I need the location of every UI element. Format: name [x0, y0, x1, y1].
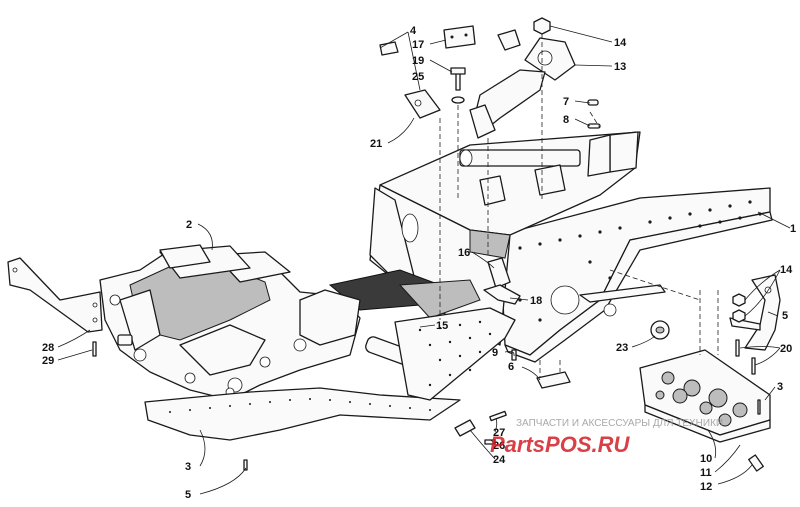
callout-23: 23: [616, 342, 628, 354]
callout-1: 1: [790, 223, 796, 235]
footrest-plate: [394, 307, 516, 401]
side-bracket-28: [7, 257, 103, 333]
callout-21: 21: [370, 138, 382, 150]
bracket-21: [404, 89, 441, 119]
washer-25: [451, 96, 465, 104]
callout-3-left: 3: [185, 461, 191, 473]
callout-5-right: 5: [782, 310, 788, 322]
callout-4: 4: [410, 25, 417, 37]
callout-13: 13: [614, 61, 626, 73]
callout-2: 2: [186, 219, 192, 231]
callout-14-right: 14: [780, 264, 793, 276]
callout-16: 16: [458, 247, 470, 259]
callout-29: 29: [42, 355, 54, 367]
watermark-caption: ЗАПЧАСТИ И АКСЕССУАРЫ ДЛЯ ТЕХНИКИ: [516, 418, 723, 429]
watermark: ЗАПЧАСТИ И АКСЕССУАРЫ ДЛЯ ТЕХНИКИ PartsP…: [490, 418, 723, 457]
callout-11: 11: [700, 467, 712, 479]
steering-support: [469, 29, 576, 139]
callout-28: 28: [42, 342, 54, 354]
callout-10: 10: [700, 453, 712, 465]
assembly-lines: [439, 34, 719, 378]
frame-rivet-holes: [518, 200, 762, 322]
callout-18: 18: [530, 295, 542, 307]
watermark-logo: PartsPOS.RU: [490, 432, 630, 457]
callout-24: 24: [493, 454, 506, 466]
bolt-19: [450, 67, 466, 91]
callout-5-left: 5: [185, 489, 191, 501]
callout-8: 8: [563, 114, 569, 126]
callout-20: 20: [780, 343, 792, 355]
callout-25: 25: [412, 71, 424, 83]
callout-7: 7: [563, 96, 569, 108]
callout-27: 27: [493, 427, 505, 439]
callout-3-right: 3: [777, 381, 783, 393]
leader-lines: [57, 25, 791, 495]
callout-labels: 1 2 3 3 4 5 5 6 7 8 9 10 11 12 13 14 14 …: [42, 25, 796, 501]
plate-17: [443, 25, 476, 49]
callout-14-top: 14: [614, 37, 627, 49]
callout-9: 9: [492, 347, 498, 359]
callout-17: 17: [412, 39, 424, 51]
callout-12: 12: [700, 481, 712, 493]
callout-19: 19: [412, 55, 424, 67]
callout-15: 15: [436, 320, 448, 332]
hardware: [92, 17, 764, 472]
belly-pan: [144, 387, 461, 441]
callout-26: 26: [493, 440, 505, 452]
callout-6: 6: [508, 361, 514, 373]
footrest-right: [639, 349, 771, 443]
